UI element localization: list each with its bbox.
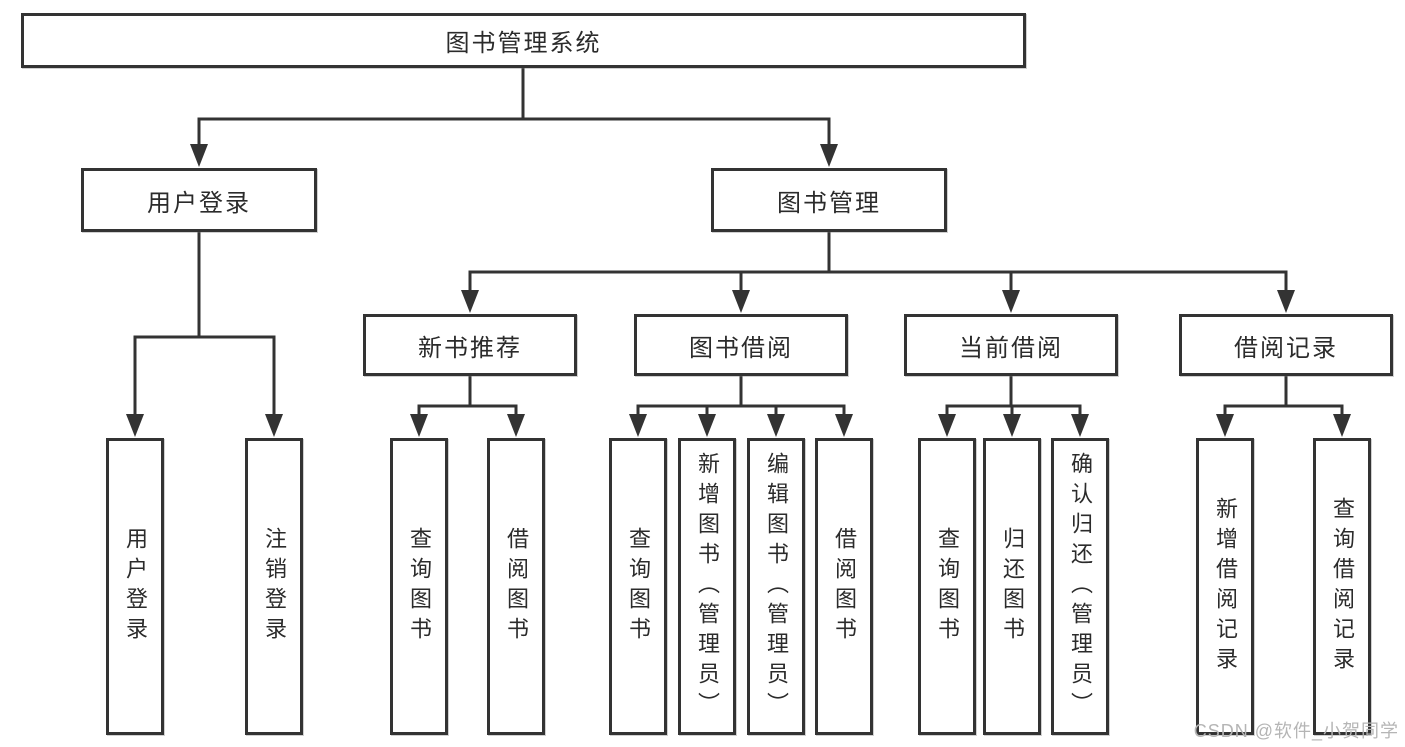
leaf-borrow-borrow-book: 借阅图书 bbox=[815, 438, 873, 735]
leaf-current-confirm-return-admin: 确认归还（管理员） bbox=[1051, 438, 1109, 735]
leaf-record-query-record: 查询借阅记录 bbox=[1313, 438, 1371, 735]
node-book-management: 图书管理 bbox=[711, 168, 947, 232]
leaf-current-return-book: 归还图书 bbox=[983, 438, 1041, 735]
node-user-login: 用户登录 bbox=[81, 168, 317, 232]
node-borrow-record: 借阅记录 bbox=[1179, 314, 1393, 376]
leaf-user-login: 用户登录 bbox=[106, 438, 164, 735]
leaf-borrow-edit-book-admin: 编辑图书（管理员） bbox=[747, 438, 805, 735]
leaf-logout: 注销登录 bbox=[245, 438, 303, 735]
leaf-recommend-borrow-book: 借阅图书 bbox=[487, 438, 545, 735]
leaf-current-query-book: 查询图书 bbox=[918, 438, 976, 735]
leaf-borrow-add-book-admin: 新增图书（管理员） bbox=[678, 438, 736, 735]
leaf-record-add-record: 新增借阅记录 bbox=[1196, 438, 1254, 735]
node-current-borrow: 当前借阅 bbox=[904, 314, 1118, 376]
node-system-root: 图书管理系统 bbox=[21, 13, 1026, 68]
node-book-borrow: 图书借阅 bbox=[634, 314, 848, 376]
leaf-recommend-query-book: 查询图书 bbox=[390, 438, 448, 735]
leaf-borrow-query-book: 查询图书 bbox=[609, 438, 667, 735]
watermark-text: CSDN @软件_小贺同学 bbox=[1193, 721, 1399, 741]
node-new-book-recommend: 新书推荐 bbox=[363, 314, 577, 376]
